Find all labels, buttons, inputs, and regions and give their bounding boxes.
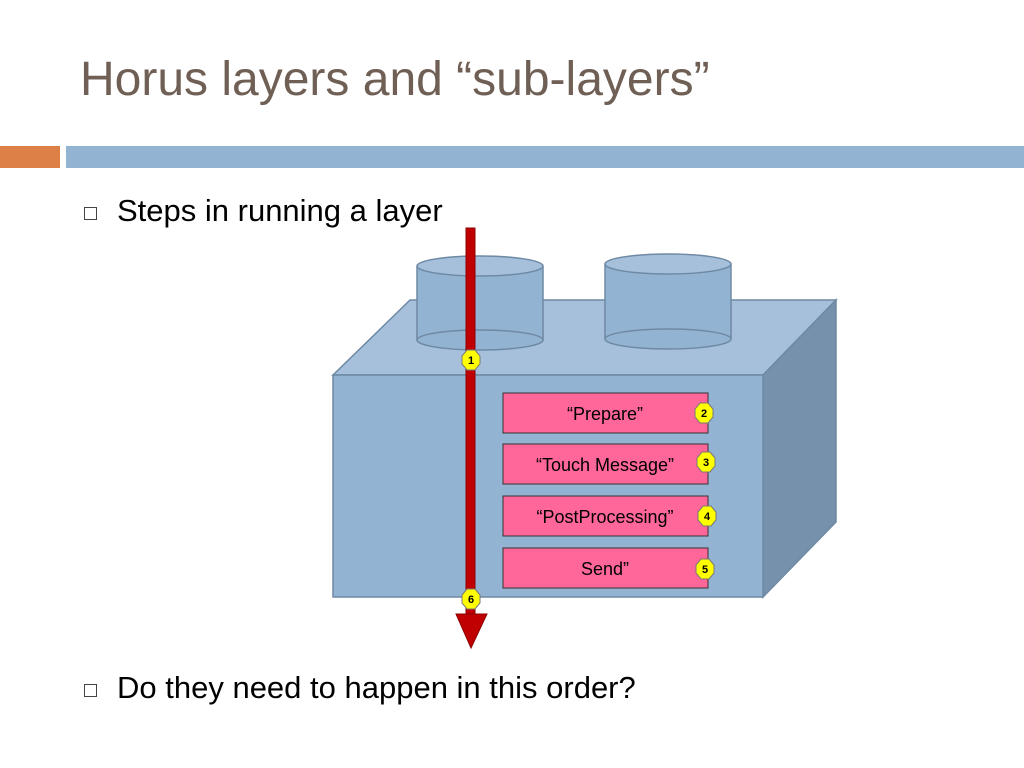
- slide-title: Horus layers and “sub-layers”: [80, 53, 710, 106]
- step-label: Send”: [581, 559, 629, 579]
- step-label: “Touch Message”: [536, 455, 674, 475]
- svg-text:2: 2: [701, 408, 707, 420]
- svg-text:5: 5: [702, 564, 708, 576]
- step-postprocessing: “PostProcessing”: [502, 495, 709, 537]
- square-bullet-icon: [84, 683, 97, 697]
- badge-5: 5: [695, 558, 715, 580]
- stud-right: [604, 253, 732, 350]
- step-label: “Prepare”: [567, 404, 643, 424]
- badge-4: 4: [697, 505, 717, 527]
- bullet-item-1: Steps in running a layer: [84, 193, 443, 229]
- square-bullet-icon: [84, 206, 97, 220]
- badge-1: 1: [461, 349, 481, 371]
- accent-bar-orange: [0, 146, 60, 168]
- step-touch-message: “Touch Message”: [502, 443, 709, 485]
- svg-text:3: 3: [703, 457, 709, 469]
- step-label: “PostProcessing”: [536, 507, 673, 527]
- stud-left: [416, 255, 544, 351]
- bullet-text: Do they need to happen in this order?: [117, 670, 636, 705]
- block-top-face: [331, 299, 838, 376]
- svg-text:6: 6: [468, 594, 474, 606]
- step-prepare: “Prepare”: [502, 392, 709, 434]
- badge-3: 3: [696, 451, 716, 473]
- svg-text:1: 1: [468, 355, 474, 367]
- badge-2: 2: [694, 402, 714, 424]
- bullet-text: Steps in running a layer: [117, 193, 443, 228]
- badge-6: 6: [461, 588, 481, 610]
- svg-text:4: 4: [704, 511, 711, 523]
- step-send: Send”: [502, 547, 709, 589]
- flow-arrow: [455, 227, 488, 650]
- bullet-item-2: Do they need to happen in this order?: [84, 670, 636, 706]
- accent-bar-blue: [66, 146, 1024, 168]
